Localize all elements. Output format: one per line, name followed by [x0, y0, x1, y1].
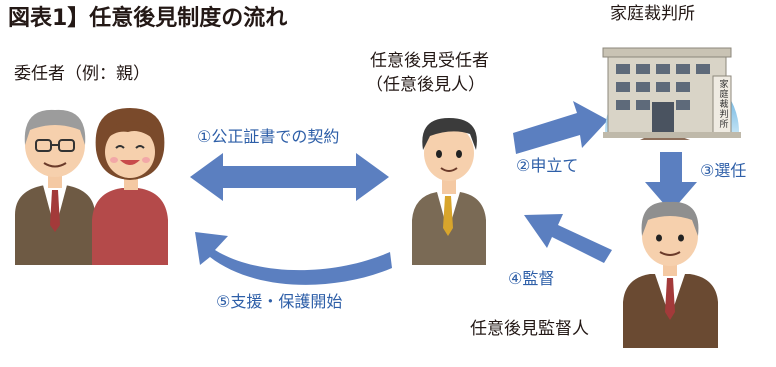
- guardian-label-line2: （任意後見人）: [366, 75, 485, 95]
- step-1-contract: ①公正証書での契約: [197, 127, 340, 146]
- principal-label: 委任者（例：親）: [14, 64, 150, 84]
- arrow-appoint: [645, 152, 697, 212]
- principal-father-figure: [15, 109, 95, 265]
- guardian-figure: [412, 118, 486, 265]
- step-5-support-start: ⑤支援・保護開始: [216, 292, 343, 311]
- family-court-building: [602, 47, 741, 140]
- court-label: 家庭裁判所: [610, 4, 695, 24]
- arrow-petition: [513, 101, 608, 154]
- step-2-petition: ②申立て: [516, 156, 579, 175]
- step-4-supervision: ④監督: [508, 269, 555, 288]
- principal-mother-figure: [92, 108, 168, 265]
- guardian-label-line1: 任意後見受任者: [370, 51, 489, 71]
- figure-title: 図表1】任意後見制度の流れ: [8, 6, 288, 31]
- arrow-contract-double: [190, 153, 389, 201]
- supervisor-label: 任意後見監督人: [470, 319, 589, 339]
- court-sign-text: 家庭裁判所: [719, 80, 729, 130]
- arrow-support-start: [195, 232, 392, 285]
- step-3-appointment: ③選任: [700, 161, 747, 180]
- supervisor-figure: [623, 201, 718, 348]
- arrow-supervise: [524, 214, 612, 263]
